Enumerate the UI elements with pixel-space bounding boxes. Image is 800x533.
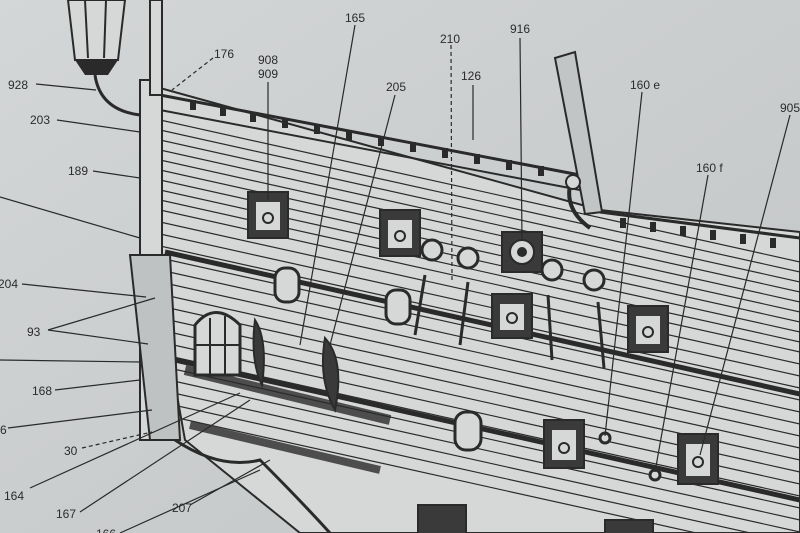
label-207: 207 [172, 501, 192, 515]
mast-stub [553, 50, 604, 216]
label-905: 905 [780, 101, 800, 115]
scuttles [420, 238, 662, 482]
label-909: 909 [258, 67, 278, 81]
aft-rail [599, 210, 800, 240]
label-126: 126 [461, 69, 481, 83]
label-160f: 160 f [696, 161, 723, 175]
leader-lines [0, 24, 791, 533]
label-176: 176 [214, 47, 234, 61]
carved-dolphins [252, 317, 340, 413]
gun-port-bottom-b [604, 519, 654, 533]
gun-port-mid [379, 209, 421, 257]
label-928: 928 [8, 78, 28, 92]
channel-posts [413, 274, 606, 369]
label-204: 204 [0, 277, 18, 291]
label-908: 908 [258, 53, 278, 67]
wale-upper [164, 249, 800, 397]
capstan-916 [501, 231, 543, 273]
flagstaff [149, 0, 163, 96]
stern-lantern [66, 0, 141, 117]
label-160e: 160 e [630, 78, 660, 92]
scroll-head [565, 174, 581, 190]
label-916: 916 [510, 22, 530, 36]
gun-port-lower-b [627, 305, 669, 353]
label-167: 167 [56, 507, 76, 521]
rail-lower-line [159, 109, 581, 191]
label-166: 166 [96, 527, 116, 533]
lantern-bracket [93, 74, 141, 117]
lattice-windows [273, 266, 483, 452]
label-165: 165 [345, 11, 365, 25]
label-164: 164 [4, 489, 24, 503]
gun-port-deck-a [543, 419, 585, 469]
decor-band-lower [189, 421, 381, 474]
label-189: 189 [68, 164, 88, 178]
gun-port-deck-b [677, 433, 719, 485]
label-205: 205 [386, 80, 406, 94]
lantern-body [66, 0, 127, 61]
label-6: 6 [0, 423, 7, 437]
gun-port-lower-a [491, 293, 533, 339]
label-168: 168 [32, 384, 52, 398]
label-93: 93 [27, 325, 41, 339]
aft-rail-balusters [620, 218, 776, 248]
callout-labels: 165 210 916 176 908 909 205 126 160 e 90… [0, 11, 800, 533]
label-203: 203 [30, 113, 50, 127]
hull [159, 86, 800, 533]
gun-port-bottom-a [417, 504, 467, 533]
label-30: 30 [64, 444, 78, 458]
lantern-base [75, 60, 118, 75]
stern-window [193, 311, 242, 377]
rudder-arch [174, 438, 332, 533]
decor-band [183, 365, 392, 425]
rail-balusters [190, 100, 544, 176]
label-210: 210 [440, 32, 460, 46]
